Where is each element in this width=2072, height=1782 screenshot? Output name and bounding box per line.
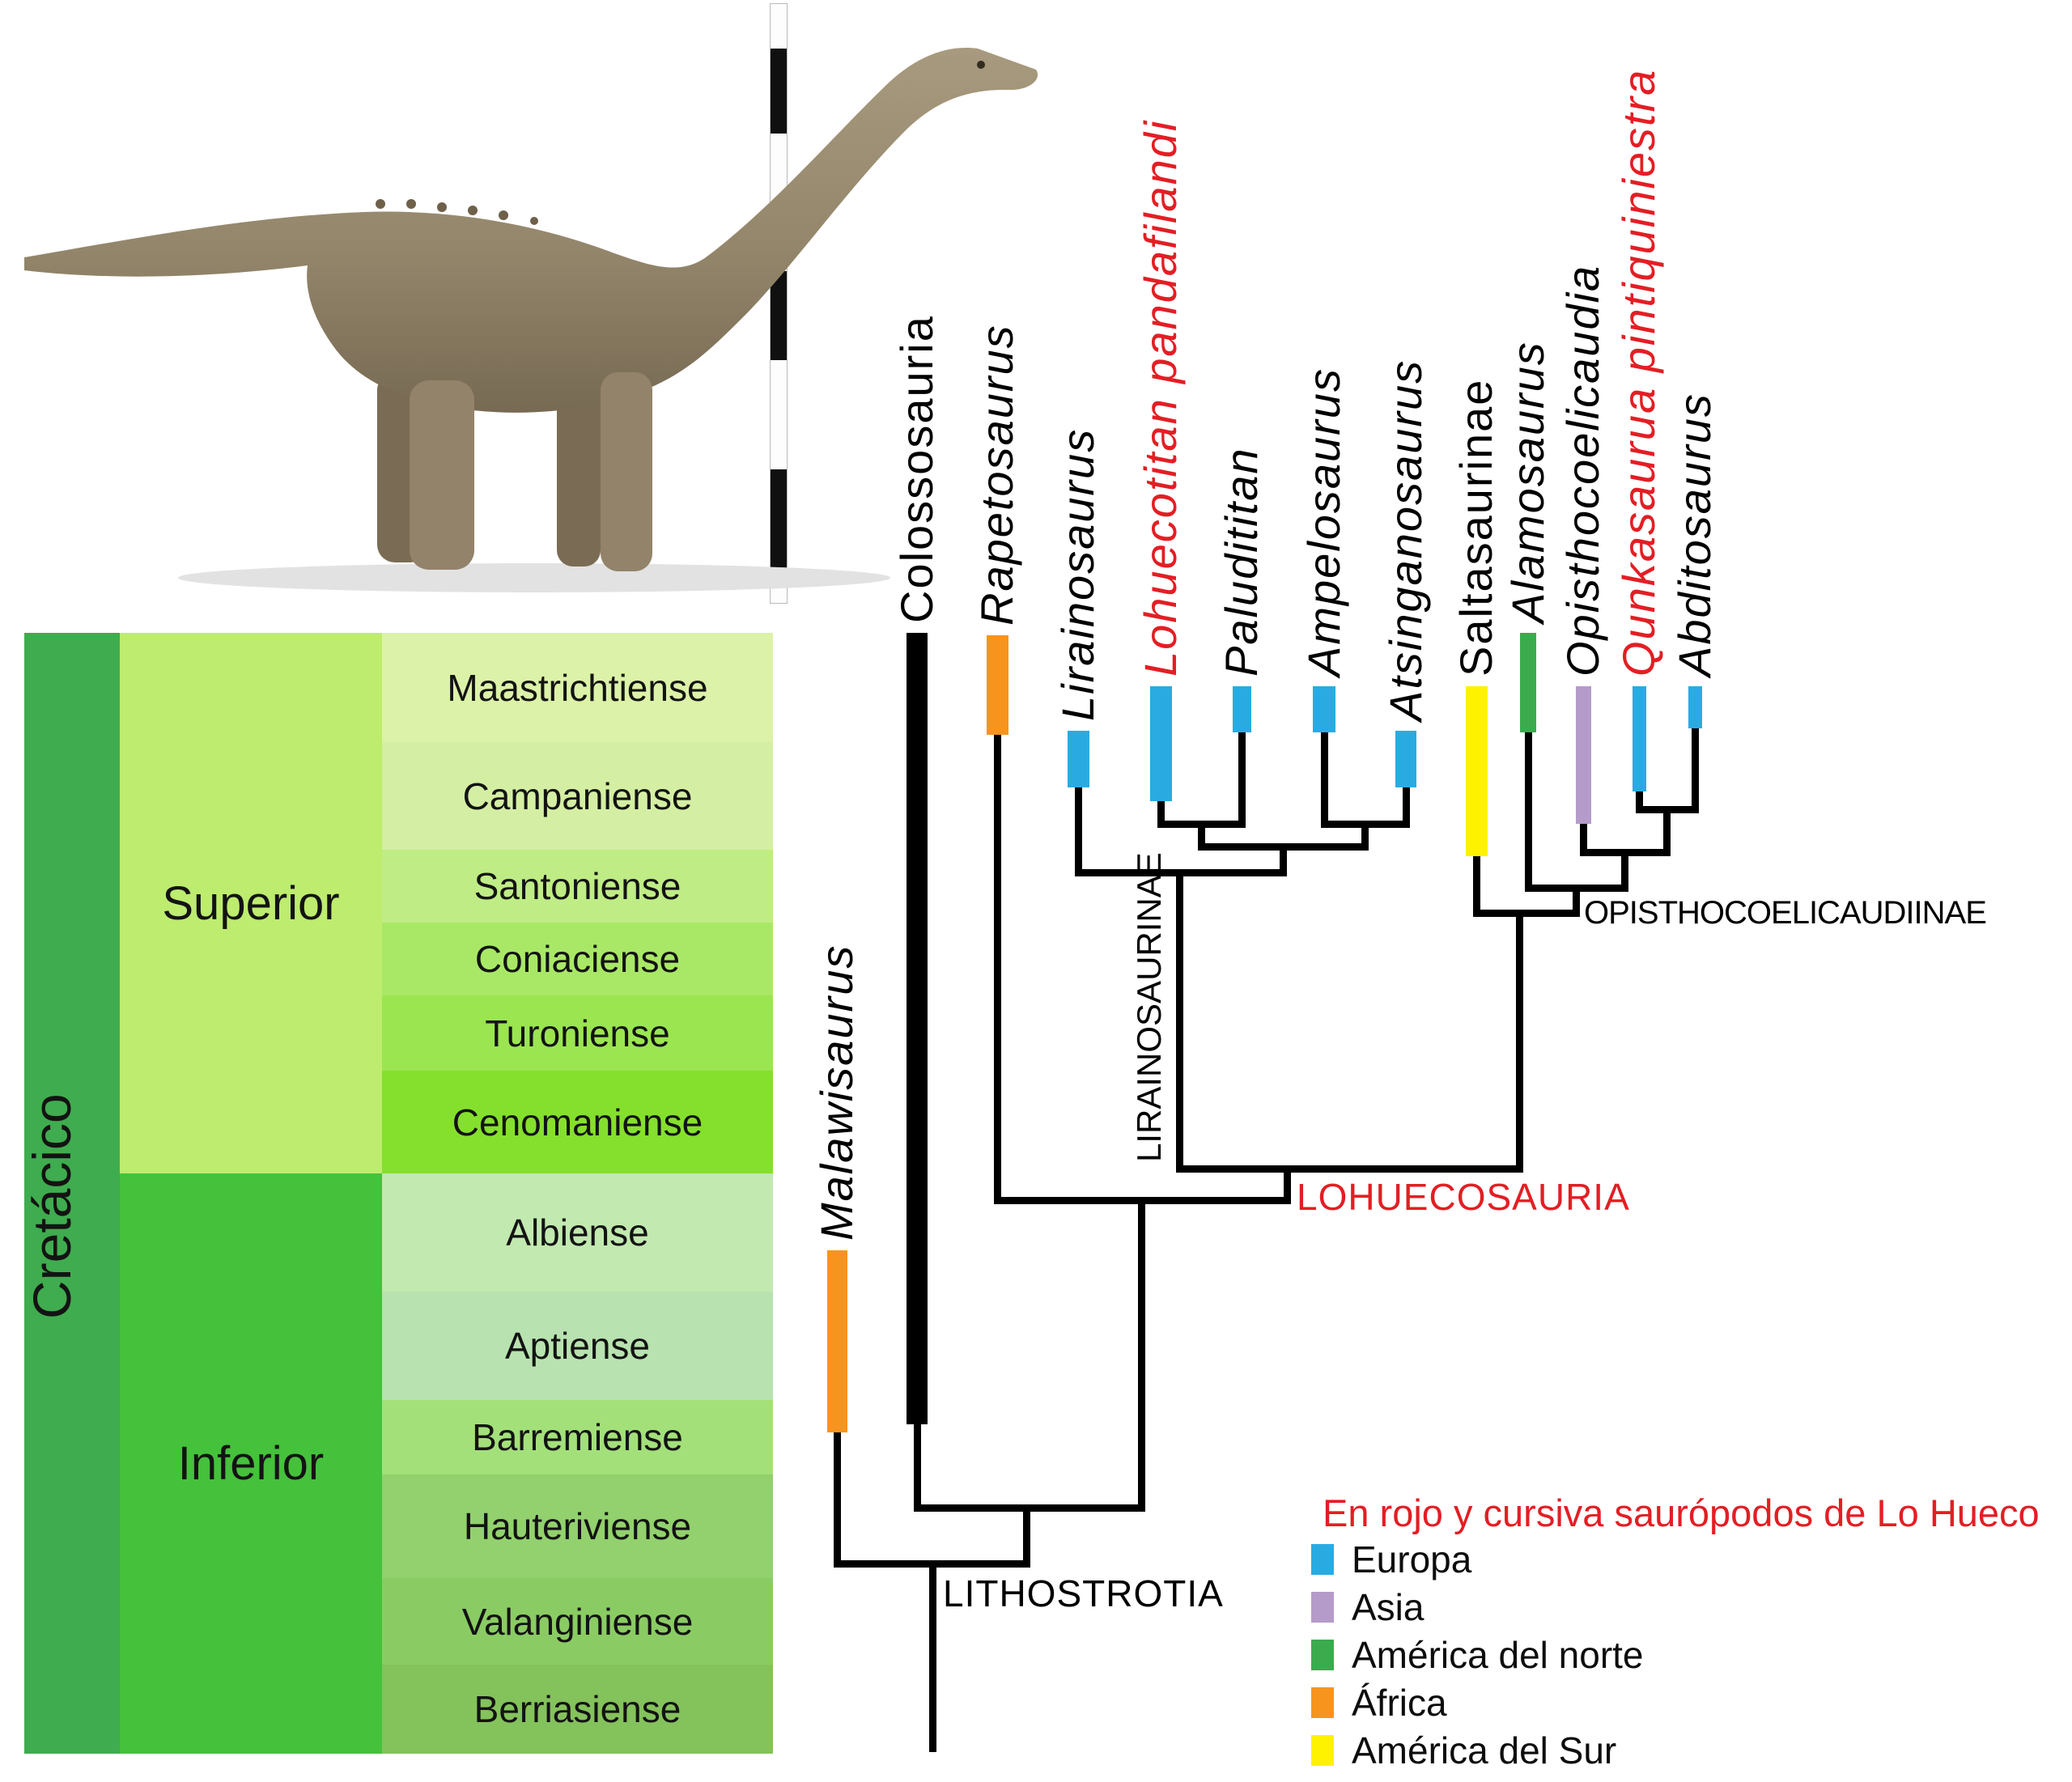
branch-tip-alamosaurus	[1524, 732, 1532, 888]
branch-stem-6	[1572, 888, 1580, 913]
branch-tip-opisthocoelicaudia	[1579, 824, 1587, 852]
range-bar-saltasaurinae	[1465, 686, 1488, 856]
branch-tip-abditosaurus	[1691, 728, 1699, 809]
scale-bar	[770, 3, 788, 604]
legend-swatch-américa-del-norte	[1311, 1640, 1334, 1670]
legend-heading: En rojo y cursiva saurópodos de Lo Hueco	[1323, 1491, 2040, 1534]
taxon-label-opisthocoelicaudia: Opisthocoelicaudia	[1557, 264, 1608, 677]
legend-swatch-europa	[1311, 1544, 1334, 1575]
sauropod-near-hind-leg	[410, 380, 474, 570]
range-bar-paludititan	[1232, 686, 1251, 732]
branch-stem-10	[1022, 1508, 1030, 1563]
range-bar-lohuecotitan-pandafilandi	[1149, 686, 1172, 801]
sauropod-eye	[977, 61, 985, 69]
branch-stem-0	[1197, 824, 1205, 846]
taxon-label-alamosaurus: Alamosaurus	[1502, 341, 1553, 623]
branch-tip-malawisaurus	[833, 1432, 841, 1563]
branch-stem-9	[1137, 1200, 1145, 1508]
timescale-stage-hauteriviense: Hauteriviense	[382, 1474, 773, 1578]
range-bar-lirainosaurus	[1067, 731, 1089, 787]
branch-stem-1	[1361, 824, 1369, 846]
timescale-stage-berriasiense: Berriasiense	[382, 1665, 773, 1754]
branch-stem-8	[1283, 1169, 1291, 1200]
timescale-epoch-inferior: Inferior	[120, 1173, 382, 1754]
range-bar-opisthocoelicaudia	[1575, 686, 1591, 824]
branch-tip-saltasaurinae	[1472, 856, 1480, 913]
taxon-label-lirainosaurus: Lirainosaurus	[1052, 427, 1103, 721]
branch-tip-lirainosaurus	[1074, 787, 1082, 872]
range-bar-malawisaurus	[826, 1250, 847, 1432]
timescale-stage-aptiense: Aptiense	[382, 1292, 773, 1400]
clade-label-opisthocoelicaudiinae: OPISTHOCOELICAUDIINAE	[1584, 895, 1987, 931]
range-bar-alamosaurus	[1520, 633, 1536, 732]
branch-stem-7	[1515, 913, 1523, 1169]
branch-tip-qunkasaurua-pintiquiniestra	[1635, 791, 1643, 809]
sauropod-near-front-leg	[601, 372, 652, 571]
legend-item-américa-del-norte: América del norte	[1311, 1633, 1644, 1677]
taxon-label-colossosauria: Colossosauria	[891, 315, 942, 623]
branch-tip-colossosauria	[913, 1424, 921, 1508]
legend-item-américa-del-sur: América del Sur	[1311, 1729, 1616, 1772]
timescale-period-label: Cretácico	[22, 1093, 82, 1319]
range-bar-abditosaurus	[1688, 686, 1702, 728]
taxon-label-atsinganosaurus: Atsinganosaurus	[1380, 359, 1431, 721]
branch-stem-5	[1620, 852, 1628, 888]
range-bar-ampelosaurus	[1313, 686, 1335, 732]
legend-label-áfrica: África	[1352, 1682, 1447, 1724]
clade-label-lirainosaurinae: LIRAINOSAURINAE	[1130, 852, 1168, 1162]
branch-stem-4	[1662, 809, 1671, 852]
timescale-stage-turoniense: Turoniense	[382, 995, 773, 1071]
legend-swatch-américa-del-sur	[1311, 1735, 1334, 1766]
timescale-stage-albiense: Albiense	[382, 1173, 773, 1292]
clade-label-lithostrotia: LITHOSTROTIA	[943, 1572, 1224, 1614]
taxon-label-abditosaurus: Abditosaurus	[1669, 392, 1720, 677]
legend-swatch-asia	[1311, 1592, 1334, 1623]
sauropod-illustration	[24, 48, 1038, 592]
timescale-stage-valanginiense: Valanginiense	[382, 1578, 773, 1665]
taxon-label-saltasaurinae: Saltasaurinae	[1450, 378, 1501, 677]
branch-horizontal-8	[1175, 1165, 1523, 1173]
legend-item-áfrica: África	[1311, 1681, 1447, 1725]
legend-item-asia: Asia	[1311, 1585, 1424, 1629]
timescale-stage-barremiense: Barremiense	[382, 1400, 773, 1474]
branch-tip-lohuecotitan-pandafilandi	[1157, 801, 1165, 824]
timescale-stage-maastrichtiense: Maastrichtiense	[382, 633, 773, 742]
taxon-label-rapetosaurus: Rapetosaurus	[971, 324, 1022, 626]
timescale-epoch-superior: Superior	[120, 633, 382, 1173]
taxon-label-ampelosaurus: Ampelosaurus	[1298, 367, 1349, 677]
taxon-label-paludititan: Paludititan	[1216, 447, 1267, 677]
taxon-label-lohuecotitan-pandafilandi: Lohuecotitan pandafilandi	[1135, 119, 1186, 677]
branch-tip-ampelosaurus	[1320, 732, 1328, 824]
timescale-period-cell: Cretácico	[22, 633, 120, 1754]
timescale-stage-campaniense: Campaniense	[382, 742, 773, 850]
clade-label-lohuecosauria: LOHUECOSAURIA	[1297, 1176, 1630, 1218]
legend-label-asia: Asia	[1352, 1586, 1424, 1628]
sauropod-silhouette	[24, 48, 1038, 413]
range-bar-atsinganosaurus	[1395, 731, 1416, 787]
legend-swatch-áfrica	[1311, 1687, 1334, 1718]
sauropod-far-front-leg	[557, 380, 601, 566]
branch-tip-rapetosaurus	[993, 735, 1001, 1200]
branch-stem-2	[1279, 846, 1287, 872]
timescale-stage-cenomaniense: Cenomaniense	[382, 1071, 773, 1173]
legend-label-américa-del-sur: América del Sur	[1352, 1729, 1617, 1771]
range-bar-colossosauria	[906, 633, 928, 1424]
taxon-label-qunkasaurua-pintiquiniestra: Qunkasaurua pintiquiniestra	[1613, 68, 1664, 677]
taxon-label-malawisaurus: Malawisaurus	[811, 944, 862, 1241]
branch-stem-3	[1175, 872, 1183, 1169]
sauropod-osteoderms	[376, 199, 538, 225]
range-bar-rapetosaurus	[986, 635, 1008, 735]
ground-shadow	[178, 563, 890, 592]
timescale-stage-santoniense: Santoniense	[382, 850, 773, 923]
branch-tip-paludititan	[1238, 732, 1246, 824]
legend-item-europa: Europa	[1311, 1538, 1471, 1581]
timescale-stage-coniaciense: Coniaciense	[382, 923, 773, 995]
branch-horizontal-7	[1472, 909, 1580, 917]
branch-stem-11	[928, 1563, 936, 1752]
legend-label-américa-del-norte: América del norte	[1352, 1634, 1644, 1676]
branch-tip-atsinganosaurus	[1402, 787, 1410, 824]
range-bar-qunkasaurua-pintiquiniestra	[1632, 686, 1646, 791]
legend-label-europa: Europa	[1352, 1538, 1472, 1580]
